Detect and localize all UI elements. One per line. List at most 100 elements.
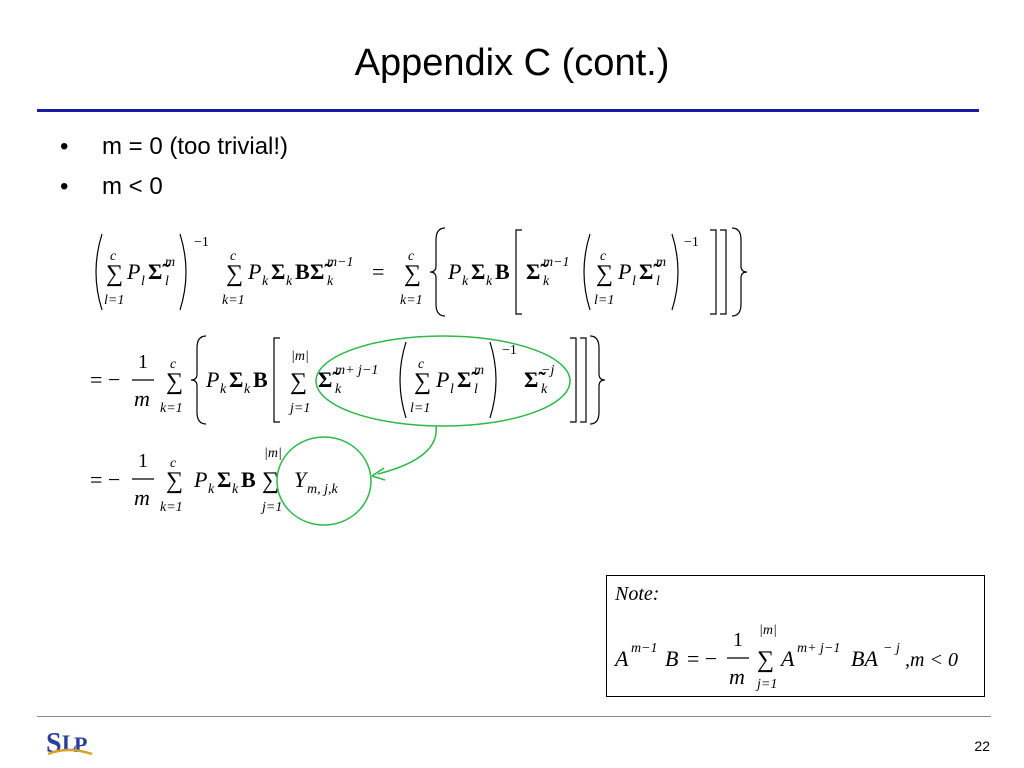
page-number: 22 <box>974 738 990 754</box>
minus-prefix: = − <box>90 367 120 392</box>
math-sup: m−1 <box>631 641 658 656</box>
math-sup: m+ j−1 <box>797 641 840 656</box>
equation-line-2: = − 1 m c ∑ k=1 P k Σ k B |m| ∑ j=1 Σ̃ m… <box>90 335 606 425</box>
math-sub-l: l <box>141 274 145 289</box>
logo-letter-l: L <box>62 730 77 755</box>
fraction-denominator: m <box>134 386 150 411</box>
sum-lower-limit: k=1 <box>400 293 423 308</box>
footer-divider <box>37 716 991 717</box>
highlight-arrow <box>377 425 437 475</box>
note-box: Note: A m−1 B = − 1 m |m| ∑ j=1 A m+ j−1… <box>606 575 985 697</box>
sum-lower-limit: j=1 <box>260 500 282 515</box>
math-P: P <box>447 259 461 284</box>
sum-lower-limit: l=1 <box>594 293 614 308</box>
math-sub-k: k <box>335 382 342 397</box>
sum-lower-limit: k=1 <box>222 293 245 308</box>
math-sup: m <box>165 255 175 270</box>
math-sup: m <box>656 255 666 270</box>
sum-symbol: ∑ <box>414 369 431 395</box>
fraction-numerator: 1 <box>138 351 148 373</box>
sum-upper-limit: c <box>600 249 607 264</box>
math-sub-k: k <box>486 274 493 289</box>
math-BA: BA <box>851 646 878 671</box>
math-Sigma: Σ <box>217 467 231 492</box>
sum-upper-limit: |m| <box>291 349 309 364</box>
fraction-numerator: 1 <box>138 450 148 472</box>
sum-lower-limit: j=1 <box>288 401 310 416</box>
math-sub-l: l <box>450 382 454 397</box>
math-sup: m+ j−1 <box>335 363 378 378</box>
math-P: P <box>193 467 207 492</box>
math-sub-k: k <box>462 274 469 289</box>
math-sup: m−1 <box>543 255 570 270</box>
bullet-marker: • <box>60 133 69 160</box>
math-sup: −1 <box>194 235 209 250</box>
bullet-marker: • <box>60 173 69 200</box>
math-sub-k: k <box>208 482 215 497</box>
sum-upper-limit: c <box>408 249 415 264</box>
sum-symbol: ∑ <box>106 261 123 287</box>
math-sub-l: l <box>165 274 169 289</box>
math-sub-l: l <box>632 274 636 289</box>
equals-sign: = <box>372 259 384 284</box>
equation-line-1: c ∑ P l Σ̃ m l l=1 −1 c ∑ k=1 P k Σ k B … <box>95 227 748 317</box>
sum-lower-limit: k=1 <box>160 401 183 416</box>
sum-symbol: ∑ <box>404 261 421 287</box>
bullet-list: • m = 0 (too trivial!) • m < 0 <box>60 132 288 212</box>
math-B: B <box>495 259 510 284</box>
bullet-item: • m = 0 (too trivial!) <box>60 132 288 172</box>
sum-lower-limit: j=1 <box>755 677 777 692</box>
math-sub-k: k <box>327 274 334 289</box>
arrow-head-icon <box>371 467 386 481</box>
math-sub-k: k <box>286 274 293 289</box>
math-sub-k: k <box>244 382 251 397</box>
note-equation: Note: A m−1 B = − 1 m |m| ∑ j=1 A m+ j−1… <box>613 583 958 692</box>
math-sub-k: k <box>543 274 550 289</box>
math-B: B <box>295 259 310 284</box>
math-sup: −j <box>541 363 554 378</box>
math-sup: − j <box>883 641 900 656</box>
math-P: P <box>435 367 449 392</box>
sum-symbol: ∑ <box>757 647 774 673</box>
math-B: B <box>665 646 678 671</box>
sum-symbol: ∑ <box>226 261 243 287</box>
bullet-text: m < 0 <box>102 173 163 200</box>
logo-swoosh <box>47 748 93 756</box>
slp-logo: S L P <box>46 728 93 759</box>
sum-symbol: ∑ <box>166 468 183 494</box>
sum-upper-limit: c <box>170 456 177 471</box>
math-sup: m−1 <box>327 255 354 270</box>
math-sub-l: l <box>474 382 478 397</box>
sum-upper-limit: c <box>418 357 425 372</box>
bullet-item: • m < 0 <box>60 172 288 212</box>
title-divider <box>37 109 979 112</box>
math-B: B <box>241 467 256 492</box>
fraction-denominator: m <box>134 485 150 510</box>
math-Sigma: Σ <box>229 367 243 392</box>
highlight-ellipse <box>315 335 571 427</box>
sum-lower-limit: l=1 <box>410 401 430 416</box>
math-sub-k: k <box>220 382 227 397</box>
sum-symbol: ∑ <box>166 369 183 395</box>
sum-symbol: ∑ <box>290 369 307 395</box>
minus-prefix: = − <box>90 467 120 492</box>
math-sup: −1 <box>502 343 517 358</box>
equation-line-3: = − 1 m c ∑ k=1 P k Σ k B |m| ∑ j=1 Y m,… <box>90 446 339 515</box>
bullet-text: m = 0 (too trivial!) <box>102 133 289 160</box>
sum-lower-limit: l=1 <box>104 293 124 308</box>
math-P: P <box>126 259 140 284</box>
math-B: B <box>253 367 268 392</box>
note-label: Note: <box>614 583 659 605</box>
math-A: A <box>613 646 629 671</box>
math-sub-k: k <box>541 382 548 397</box>
fraction-numerator: 1 <box>733 629 743 651</box>
math-A: A <box>779 646 795 671</box>
math-Sigma: Σ <box>271 259 285 284</box>
math-sub: m, j,k <box>307 482 339 497</box>
slide-title: Appendix C (cont.) <box>354 42 670 84</box>
math-P: P <box>205 367 219 392</box>
sum-upper-limit: |m| <box>759 623 777 638</box>
math-sup: m <box>474 363 484 378</box>
note-condition: ,m < 0 <box>905 649 958 671</box>
math-Y: Y <box>294 467 309 492</box>
